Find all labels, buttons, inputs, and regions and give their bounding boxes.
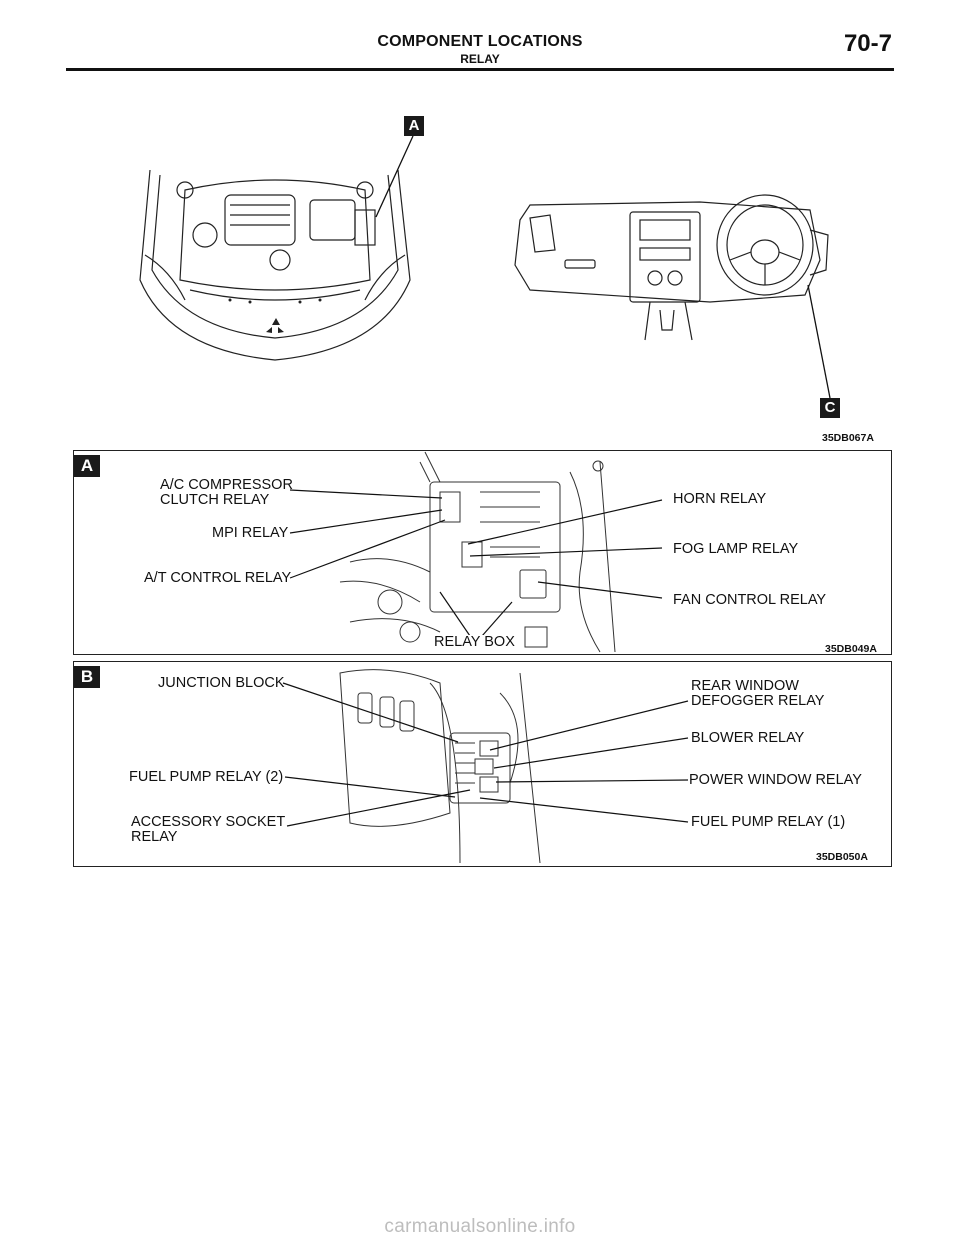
figure-code-a: 35DB049A	[825, 643, 877, 655]
figure-code-b: 35DB050A	[816, 851, 868, 863]
label-blower-relay: BLOWER RELAY	[691, 730, 805, 746]
label-relay-box: RELAY BOX	[434, 634, 515, 650]
dashboard-illustration	[514, 194, 829, 341]
panel-b-badge: B	[74, 666, 100, 688]
label-fuel-pump-relay-1: FUEL PUMP RELAY (1)	[691, 814, 846, 830]
label-accessory-socket-relay: ACCESSORY SOCKET RELAY	[131, 814, 286, 845]
label-fan-control-relay: FAN CONTROL RELAY	[673, 592, 827, 608]
figure-code-top: 35DB067A	[822, 432, 874, 444]
label-horn-relay: HORN RELAY	[673, 491, 767, 507]
callout-badge-c: C	[820, 398, 840, 418]
section-title: COMPONENT LOCATIONS	[377, 33, 583, 50]
relay-box-illustration	[339, 451, 616, 653]
watermark: carmanualsonline.info	[384, 1216, 576, 1237]
panel-a-badge: A	[74, 455, 100, 477]
label-fuel-pump-relay-2: FUEL PUMP RELAY (2)	[129, 769, 284, 785]
label-junction-block: JUNCTION BLOCK	[158, 675, 285, 691]
junction-block-panel	[73, 661, 892, 867]
label-ac-compressor-clutch-relay: A/C COMPRESSOR CLUTCH RELAY	[160, 477, 293, 508]
engine-bay-illustration	[139, 169, 411, 361]
section-subtitle: RELAY	[460, 52, 500, 66]
label-power-window-relay: POWER WINDOW RELAY	[689, 772, 862, 788]
label-rear-window-defogger-relay: REAR WINDOW DEFOGGER RELAY	[691, 678, 825, 709]
label-at-control-relay: A/T CONTROL RELAY	[144, 570, 292, 586]
header-rule	[66, 68, 894, 71]
callout-badge-a: A	[404, 116, 424, 136]
label-fog-lamp-relay: FOG LAMP RELAY	[673, 541, 799, 557]
page-number: 70-7	[843, 30, 892, 57]
relay-box-panel	[73, 450, 892, 655]
label-mpi-relay: MPI RELAY	[212, 525, 289, 541]
junction-block-illustration	[339, 669, 541, 864]
